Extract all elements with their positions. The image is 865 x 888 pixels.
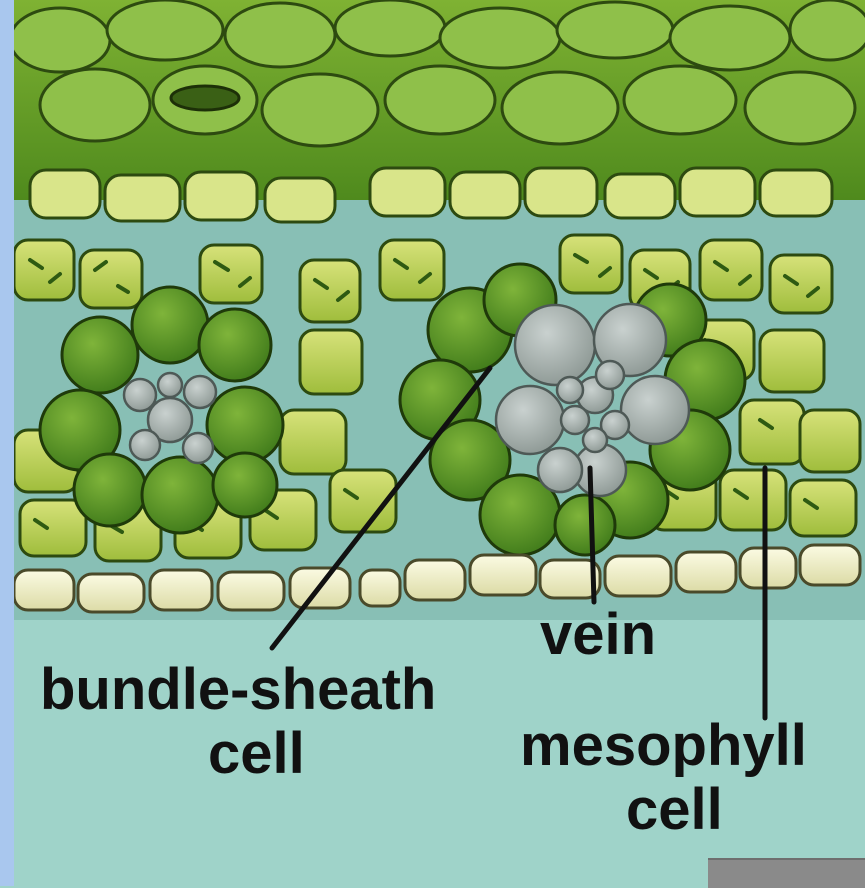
upper-epidermis	[10, 0, 865, 222]
stoma	[171, 86, 239, 110]
vein-label: vein	[540, 603, 656, 667]
mesophyll-label-line2: cell	[626, 778, 723, 842]
bundle-sheath-label-line1: bundle-sheath	[40, 658, 436, 722]
left-vascular-bundle	[40, 287, 283, 533]
left-edge-strip	[0, 0, 14, 886]
mesophyll-label-line1: mesophyll	[520, 714, 807, 778]
corner-gray-box	[708, 858, 865, 888]
bundle-sheath-label-line2: cell	[208, 722, 305, 786]
